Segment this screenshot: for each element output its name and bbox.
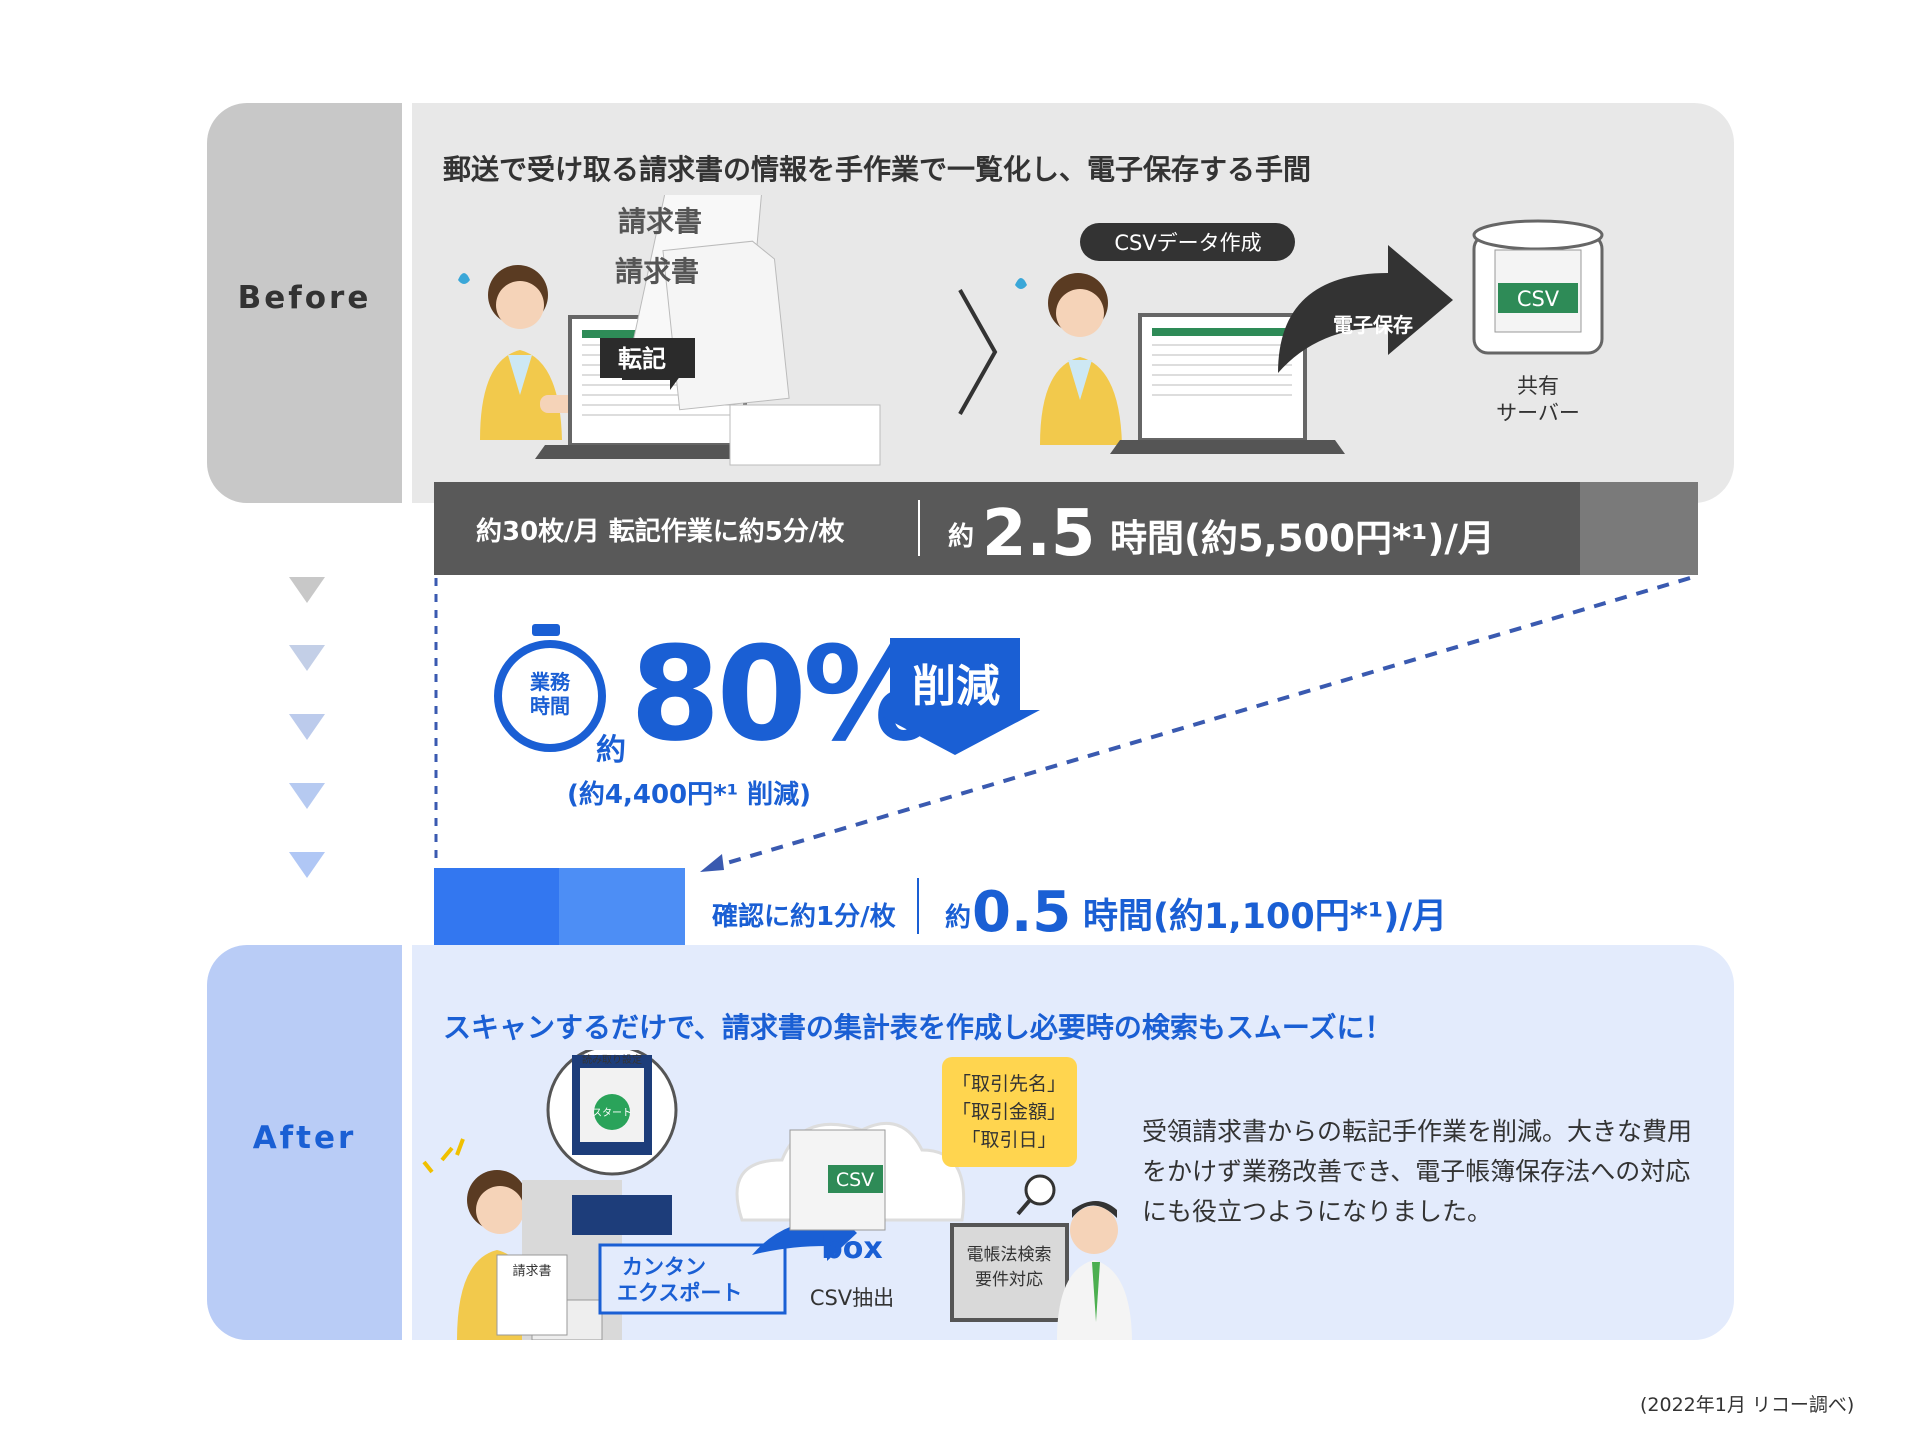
- server-label-1: 共有: [1517, 374, 1559, 398]
- easy-export-box: [598, 1243, 787, 1315]
- flow-triangle: [289, 645, 325, 671]
- e-save-label: 電子保存: [1333, 313, 1413, 337]
- after-description: 受領請求書からの転記手作業を削減。大きな費用をかけず業務改善でき、電子帳簿保存法…: [1142, 1117, 1693, 1226]
- csv-label: CSV: [836, 1169, 874, 1191]
- stopwatch-line-1: 業務: [530, 670, 570, 694]
- touch-screen-icon: [546, 1050, 678, 1176]
- flow-triangle: [289, 783, 325, 809]
- easy-export-line-2: エクスポート: [617, 1281, 742, 1305]
- csv-create-label: CSVデータ作成: [1114, 231, 1261, 255]
- footnote: (2022年1月 リコー調べ): [1640, 1394, 1855, 1416]
- after-check: 確認に約1分/枚: [712, 902, 896, 932]
- laptop-icon: [1110, 313, 1345, 454]
- invoice-doc-icon: [496, 1254, 568, 1336]
- search-field-3: 「取引日」: [961, 1129, 1056, 1151]
- man-icon: [1057, 1201, 1132, 1340]
- reduction-note: (約4,400円*¹ 削減): [567, 780, 812, 810]
- server-icon: [1472, 219, 1604, 355]
- csv-create-pill: [1080, 223, 1295, 261]
- after-hours: 0.5: [972, 880, 1072, 945]
- before-count: 約30枚/月 転記作業に約5分/枚: [476, 517, 845, 547]
- flow-triangle: [289, 714, 325, 740]
- stopwatch-line-2: 時間: [530, 694, 570, 718]
- screen-header: 読み取り設定: [582, 1053, 642, 1066]
- before-hours: 2.5: [982, 497, 1096, 571]
- before-side-panel: [207, 103, 402, 503]
- before-bar-dark: [434, 482, 1580, 575]
- after-illustration: 読み取り設定 スタート 請求書 カンタン エクスポート CSV box CSV抽…: [422, 1050, 1132, 1340]
- flow-triangle: [289, 852, 325, 878]
- before-illustration: 請求書 請求書 転記 CSVデータ作成 電子保存 CSV 共有: [458, 195, 1604, 466]
- flow-triangle: [289, 577, 325, 603]
- server-label-2: サーバー: [1496, 401, 1580, 425]
- reduction-approx: 約: [596, 733, 626, 768]
- transcribe-label: 転記: [618, 345, 666, 373]
- down-arrow-icon: [880, 638, 1040, 755]
- search-field-2: 「取引金額」: [952, 1101, 1066, 1123]
- reduction-label: 削減: [912, 661, 1000, 712]
- after-label: After: [252, 1120, 357, 1156]
- after-approx: 約: [945, 903, 972, 933]
- magnifier-icon: [1016, 1174, 1056, 1216]
- after-unit: 時間(約1,100円*¹)/月: [1083, 897, 1448, 937]
- e-save-arrow: [1278, 245, 1453, 373]
- after-title: スキャンするだけで、請求書の集計表を作成し必要時の検索もスムーズに！: [443, 1011, 1393, 1044]
- stopwatch-text: 業務 時間: [502, 670, 598, 718]
- before-label: Before: [237, 280, 372, 316]
- invoice-doc-label: 請求書: [512, 1264, 551, 1279]
- screen-start-button: スタート: [592, 1107, 632, 1119]
- monitor-icon: [950, 1223, 1069, 1322]
- worker-icon: [458, 265, 590, 440]
- monitor-line-1: 電帳法検索: [967, 1245, 1052, 1265]
- search-field-1: 「取引先名」: [952, 1073, 1066, 1095]
- before-unit: 時間(約5,500円*¹)/月: [1110, 517, 1495, 560]
- csv-extract-label: CSV抽出: [810, 1286, 894, 1310]
- easy-export-line-1: カンタン: [622, 1255, 706, 1279]
- stopwatch-top: [532, 624, 560, 636]
- invoice-doc-back-label: 請求書: [618, 205, 702, 238]
- after-side-panel: [207, 945, 402, 1340]
- before-approx: 約: [948, 522, 975, 552]
- csv-badge: [828, 1165, 883, 1193]
- search-fields-bubble: [942, 1057, 1077, 1167]
- transcribe-label-bg: [600, 338, 695, 378]
- divider: [917, 878, 919, 934]
- invoice-doc-label: 請求書: [615, 255, 699, 288]
- stopwatch-icon: [494, 640, 606, 752]
- monitor-line-2: 要件対応: [975, 1270, 1043, 1290]
- worker-icon: [1015, 273, 1122, 445]
- reduction-percent: 80%: [630, 618, 933, 770]
- chevron-right-icon: [958, 289, 998, 415]
- box-logo: box: [821, 1231, 882, 1266]
- before-title: 郵送で受け取る請求書の情報を手作業で一覧化し、電子保存する手間: [443, 153, 1312, 186]
- csv-label: CSV: [1517, 287, 1560, 311]
- divider: [918, 500, 920, 556]
